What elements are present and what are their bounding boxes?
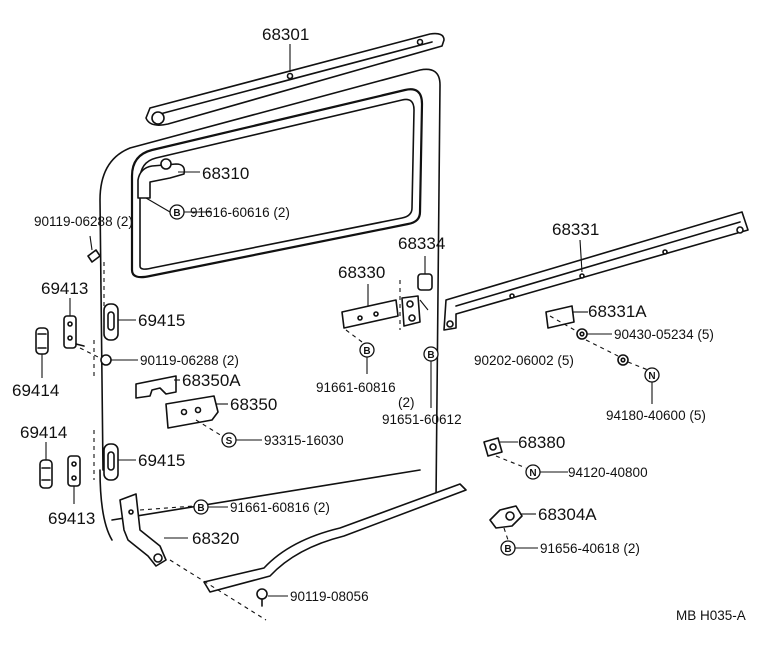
hinge-pin-69414-lower bbox=[39, 459, 53, 489]
screw-90119-upper-icon bbox=[87, 235, 101, 263]
label-68320: 68320 bbox=[192, 529, 239, 548]
diagram-code: MB H035-A bbox=[676, 608, 746, 623]
bolt-symbol: B bbox=[173, 208, 180, 219]
lower-bracket-68320 bbox=[119, 493, 167, 567]
center-rail-68331 bbox=[443, 211, 749, 331]
bolt-symbol: B bbox=[427, 350, 434, 361]
label-68331: 68331 bbox=[552, 220, 599, 239]
bracket-68350A bbox=[135, 375, 177, 399]
label-68334: 68334 bbox=[398, 234, 445, 253]
label-91661-60816-top: 91661-60816 bbox=[316, 380, 396, 395]
roller-68380 bbox=[483, 437, 518, 457]
label-69414-top: 69414 bbox=[12, 381, 59, 400]
label-69414-bottom: 69414 bbox=[20, 423, 67, 442]
label-94120-40800: 94120-40800 bbox=[568, 465, 648, 480]
screw-90119-mid-icon bbox=[79, 347, 138, 366]
bolt-symbol: B bbox=[363, 346, 370, 357]
nut-94120-icon: N bbox=[495, 455, 568, 480]
screw-90119-08056-icon bbox=[256, 588, 288, 607]
bolt-91616-icon: B bbox=[145, 197, 212, 220]
lower-rail bbox=[169, 483, 467, 621]
label-91616-60616: 91616-60616 (2) bbox=[190, 205, 290, 220]
hinge-plate-69413-upper bbox=[63, 315, 85, 349]
label-69413-bottom: 69413 bbox=[48, 509, 95, 528]
label-90119-08056: 90119-08056 bbox=[290, 589, 369, 604]
bolt-symbol: B bbox=[504, 544, 511, 555]
label-68310: 68310 bbox=[202, 164, 249, 183]
label-91661-60816-top-qty: (2) bbox=[398, 395, 415, 410]
nut-symbol: N bbox=[529, 468, 536, 479]
hinge-plate-69413-lower bbox=[67, 455, 81, 487]
upper-bracket-68310 bbox=[137, 158, 186, 199]
bushing-68334 bbox=[417, 256, 433, 291]
label-90430-05234: 90430-05234 (5) bbox=[614, 327, 714, 342]
label-68301: 68301 bbox=[262, 25, 309, 44]
label-68304A: 68304A bbox=[538, 505, 597, 524]
label-69413-top: 69413 bbox=[41, 279, 88, 298]
label-69415-bottom: 69415 bbox=[138, 451, 185, 470]
striker-69415-lower bbox=[103, 443, 119, 481]
label-90119-06288-top: 90119-06288 (2) bbox=[34, 214, 133, 229]
bracket-68331A bbox=[545, 305, 588, 329]
label-91661-60816-bottom: 91661-60816 (2) bbox=[230, 500, 330, 515]
bolt-91661-top-icon: B bbox=[345, 329, 375, 374]
label-93315-16030: 93315-16030 bbox=[264, 433, 344, 448]
part-number-labels: 68301 68310 90119-06288 (2) 91616-60616 … bbox=[12, 25, 746, 623]
label-91656-40618: 91656-40618 (2) bbox=[540, 541, 640, 556]
striker-69415-upper bbox=[103, 303, 119, 341]
hinge-68330 bbox=[341, 295, 421, 329]
label-68380: 68380 bbox=[518, 433, 565, 452]
nut-symbol: N bbox=[648, 371, 655, 382]
bolt-symbol: B bbox=[197, 503, 204, 514]
label-90119-06288-mid: 90119-06288 (2) bbox=[140, 353, 239, 368]
bolt-91651-icon: B bbox=[423, 346, 439, 408]
hinge-pin-69414-upper bbox=[35, 327, 49, 355]
label-68330: 68330 bbox=[338, 263, 385, 282]
roller-68304A bbox=[489, 505, 536, 529]
label-68350A: 68350A bbox=[182, 371, 241, 390]
washer-90202-icon bbox=[585, 339, 629, 366]
label-94180-40600: 94180-40600 (5) bbox=[606, 408, 706, 423]
label-91651-60612: 91651-60612 bbox=[382, 412, 462, 427]
label-68331A: 68331A bbox=[588, 302, 647, 321]
bolt-91661-lower-icon: B bbox=[139, 499, 228, 515]
door-panel bbox=[93, 68, 441, 541]
label-90202-06002: 90202-06002 (5) bbox=[474, 353, 574, 368]
label-68350: 68350 bbox=[230, 395, 277, 414]
screw-93315-icon: S bbox=[195, 419, 262, 448]
bracket-68350 bbox=[165, 395, 219, 429]
upper-rail-68301 bbox=[145, 32, 445, 126]
label-69415-top: 69415 bbox=[138, 311, 185, 330]
screw-symbol: S bbox=[226, 436, 233, 447]
washer-90430-icon bbox=[549, 315, 612, 340]
nut-94180-icon: N bbox=[627, 361, 660, 404]
bolt-91656-icon: B bbox=[500, 527, 538, 556]
